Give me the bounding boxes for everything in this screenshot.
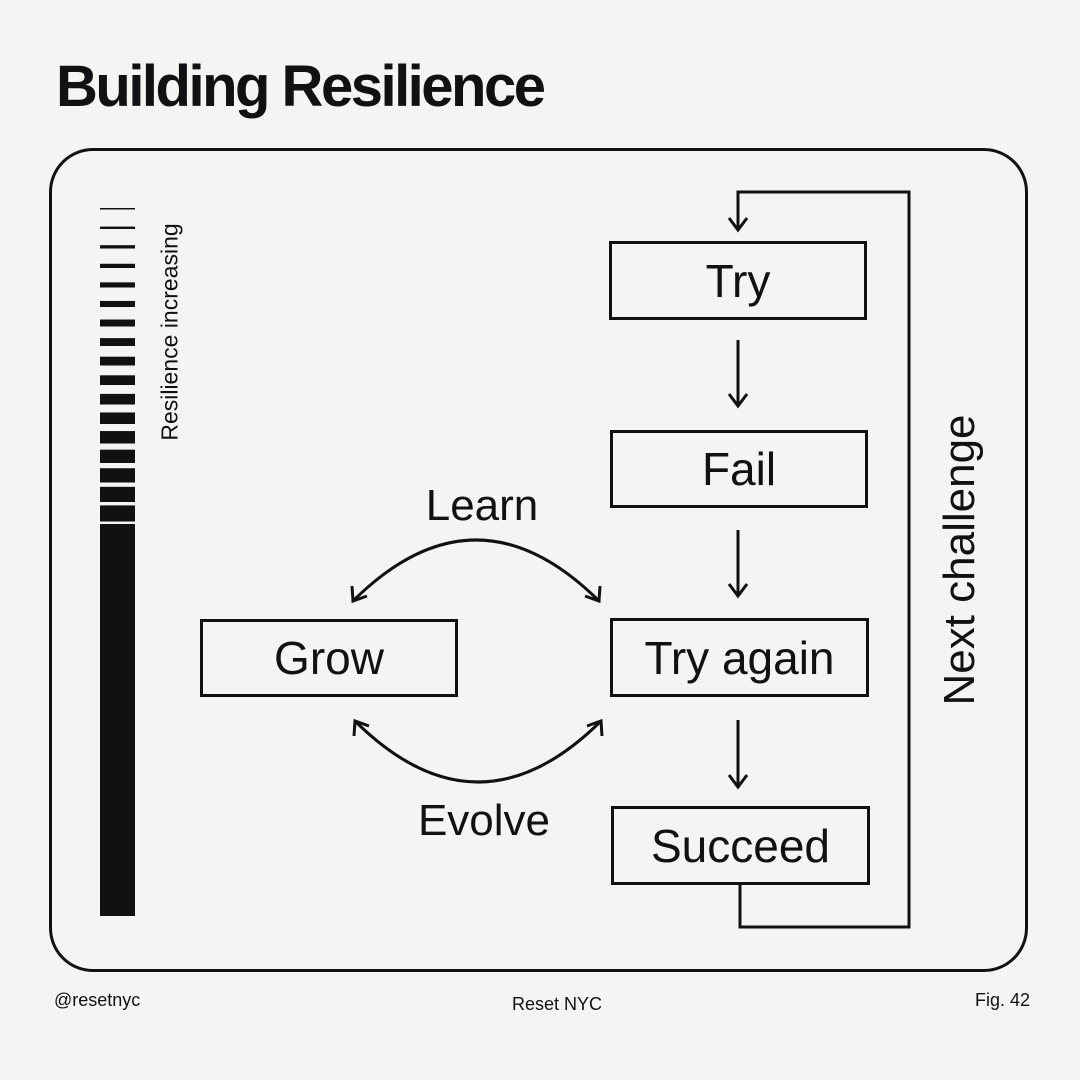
evolve-arc — [354, 720, 602, 784]
step-box-try-again: Try again — [610, 618, 869, 697]
resilience-meter-tick — [100, 208, 135, 210]
learn-arc-head-left — [350, 585, 368, 604]
learn-arc — [352, 538, 600, 602]
arrow-try-again-to-succeed-head — [727, 774, 749, 790]
resilience-meter-label: Resilience increasing — [156, 223, 183, 441]
resilience-meter-tick — [100, 468, 135, 483]
next-challenge-loop-line — [736, 190, 911, 929]
resilience-meter-solid-bar — [100, 524, 135, 916]
evolve-arc-head-left — [352, 718, 370, 737]
resilience-meter-tick — [100, 505, 135, 522]
learn-label: Learn — [425, 481, 539, 530]
resilience-meter-tick — [100, 245, 135, 249]
resilience-meter-tick — [100, 338, 135, 346]
grow-label: Grow — [274, 632, 384, 684]
diagram-frame — [49, 148, 1028, 972]
resilience-meter-tick — [100, 282, 135, 288]
step-box-fail: Fail — [610, 430, 868, 508]
arrow-try-to-fail-head — [727, 393, 749, 409]
grow-box: Grow — [200, 619, 458, 697]
step-label-try-again: Try again — [644, 631, 835, 684]
page-title: Building Resilience — [56, 54, 546, 119]
resilience-meter-tick — [100, 356, 135, 366]
resilience-meter-tick — [100, 375, 135, 385]
resilience-meter-tick — [100, 319, 135, 327]
resilience-meter-tick — [100, 431, 135, 444]
footer-figure: Fig. 42 — [975, 990, 1031, 1010]
next-challenge-label: Next challenge — [935, 414, 984, 706]
resilience-meter-tick — [100, 393, 135, 405]
resilience-meter-tick — [100, 486, 135, 502]
step-label-succeed: Succeed — [650, 819, 830, 872]
resilience-meter-tick — [100, 263, 135, 268]
step-label-try: Try — [705, 254, 771, 307]
step-box-try: Try — [609, 241, 867, 320]
evolve-label: Evolve — [417, 796, 551, 845]
footer-handle: @resetnyc — [54, 990, 141, 1010]
resilience-meter-tick — [100, 449, 135, 463]
learn-arc-head-right — [584, 585, 602, 604]
resilience-meter — [100, 208, 135, 522]
resilience-meter-tick — [100, 226, 135, 229]
resilience-meter-tick — [100, 300, 135, 307]
step-label-fail: Fail — [701, 443, 777, 495]
evolve-arc-head-right — [586, 718, 604, 737]
resilience-meter-tick — [100, 412, 135, 424]
footer-brand: Reset NYC — [512, 994, 603, 1014]
arrow-fail-to-try-again-head — [727, 583, 749, 599]
next-challenge-loop-head — [727, 217, 749, 233]
step-box-succeed: Succeed — [611, 806, 870, 885]
